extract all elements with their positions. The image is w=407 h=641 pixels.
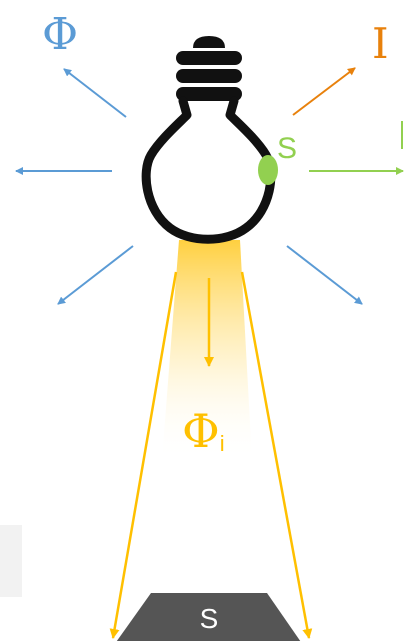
source-point-label: S — [277, 132, 297, 165]
background-panel — [0, 525, 22, 597]
partial-flux-subscript: i — [220, 431, 225, 456]
flux-arrow-lower-left — [58, 246, 133, 304]
intensity-label: I — [372, 19, 389, 68]
source-point — [258, 155, 278, 185]
surface-label: S — [200, 603, 219, 634]
total-flux-label: Φ — [42, 9, 78, 60]
flux-arrow-upper-left — [64, 69, 126, 117]
partial-flux-symbol: Φ — [182, 404, 220, 458]
partial-flux-label: Φi — [182, 404, 225, 458]
light-bulb-icon — [146, 36, 271, 239]
cropped-label-edge — [401, 121, 403, 149]
beam-ray-right — [242, 272, 309, 638]
intensity-arrow — [293, 68, 355, 115]
flux-arrow-lower-right — [287, 246, 362, 304]
